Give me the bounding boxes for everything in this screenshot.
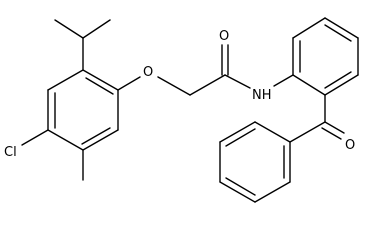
nitrogen-label: NH	[252, 88, 272, 103]
ether-bond-1	[117, 76, 141, 91]
isopropyl-group	[54, 19, 111, 71]
n-ring-bond	[273, 74, 294, 87]
molecule-structure: Cl O O NH O	[4, 17, 359, 203]
chloro-bond	[21, 129, 49, 146]
ch2-carbonyl-bond	[189, 74, 226, 96]
ring-c	[219, 121, 291, 203]
ketone-oxygen-label: O	[345, 138, 355, 153]
ring-b	[292, 17, 359, 96]
ether-bond-2	[157, 76, 191, 96]
chlorine-label: Cl	[4, 145, 17, 160]
ether-oxygen-label: O	[143, 65, 153, 80]
carbonyl-n-bond	[224, 74, 251, 89]
ring-a	[47, 69, 119, 151]
ketone-co-bond-1	[324, 121, 345, 134]
benzoyl-phenyl-bond	[289, 121, 326, 143]
amide-oxygen-label: O	[219, 29, 229, 44]
molecule-diagram: Cl O O NH O	[4, 17, 359, 203]
ketone-co-bond-2	[321, 127, 342, 140]
